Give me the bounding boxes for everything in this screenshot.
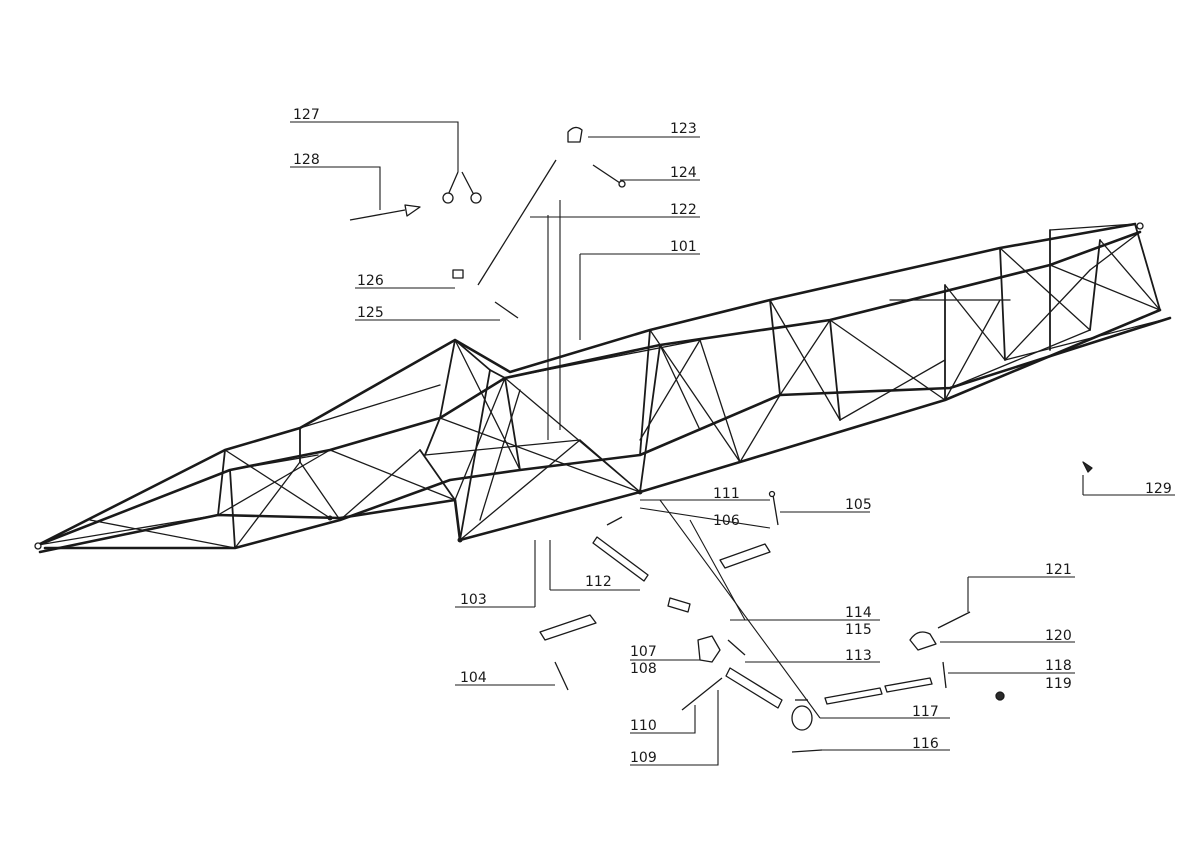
part-109-110-arm <box>681 667 783 711</box>
part-117-rails <box>824 677 933 705</box>
part-113-rod <box>727 639 746 656</box>
callout-117: 117 <box>912 704 939 720</box>
callout-125: 125 <box>357 305 384 321</box>
callout-129: 129 <box>1145 481 1172 497</box>
callout-116: 116 <box>912 736 939 752</box>
part-114-115-hinge <box>791 699 813 731</box>
part-119-nut <box>995 691 1005 701</box>
callout-114: 114 <box>845 605 872 621</box>
callout-120: 120 <box>1045 628 1072 644</box>
part-103-plate <box>539 614 597 641</box>
callout-122: 122 <box>670 202 697 218</box>
callout-118: 118 <box>1045 658 1072 674</box>
part-127-fork-fitting <box>442 171 482 204</box>
part-107-108-bracket <box>667 597 721 663</box>
callout-109: 109 <box>630 750 657 766</box>
callout-124: 124 <box>670 165 697 181</box>
callout-123: 123 <box>670 121 697 137</box>
part-126-bushing <box>452 269 464 279</box>
callout-103: 103 <box>460 592 487 608</box>
main-space-frame <box>34 222 1172 554</box>
part-112-tube <box>592 536 649 582</box>
part-123-bracket <box>567 126 583 143</box>
callout-104: 104 <box>460 670 487 686</box>
callout-107: 107 <box>630 644 657 660</box>
callout-113: 113 <box>845 648 872 664</box>
part-111-pin <box>606 516 623 526</box>
callout-106: 106 <box>713 513 740 529</box>
callout-101: 101 <box>670 239 697 255</box>
part-120-bracket <box>909 631 937 651</box>
callout-labels: 127 128 123 124 122 101 126 125 129 105 … <box>293 107 1172 766</box>
part-125-link <box>494 301 519 319</box>
callout-112: 112 <box>585 574 612 590</box>
part-128-bolt <box>349 204 421 221</box>
callout-128: 128 <box>293 152 320 168</box>
callout-119: 119 <box>1045 676 1072 692</box>
callout-127: 127 <box>293 107 320 123</box>
part-116-bolt <box>791 749 823 753</box>
callout-110: 110 <box>630 718 657 734</box>
part-118-pin <box>942 661 947 689</box>
part-104-pin <box>554 661 569 691</box>
leader-lines <box>290 121 1175 766</box>
part-106-plate <box>719 543 771 569</box>
part-122-strut <box>477 159 557 286</box>
part-105-bolt <box>768 490 779 526</box>
part-121-bolt <box>937 611 971 629</box>
part-129-clip <box>1082 461 1093 473</box>
callout-108: 108 <box>630 661 657 677</box>
callout-121: 121 <box>1045 562 1072 578</box>
callout-105: 105 <box>845 497 872 513</box>
callout-126: 126 <box>357 273 384 289</box>
part-124-pin <box>592 164 626 188</box>
callout-111: 111 <box>713 486 740 502</box>
callout-115: 115 <box>845 622 872 638</box>
